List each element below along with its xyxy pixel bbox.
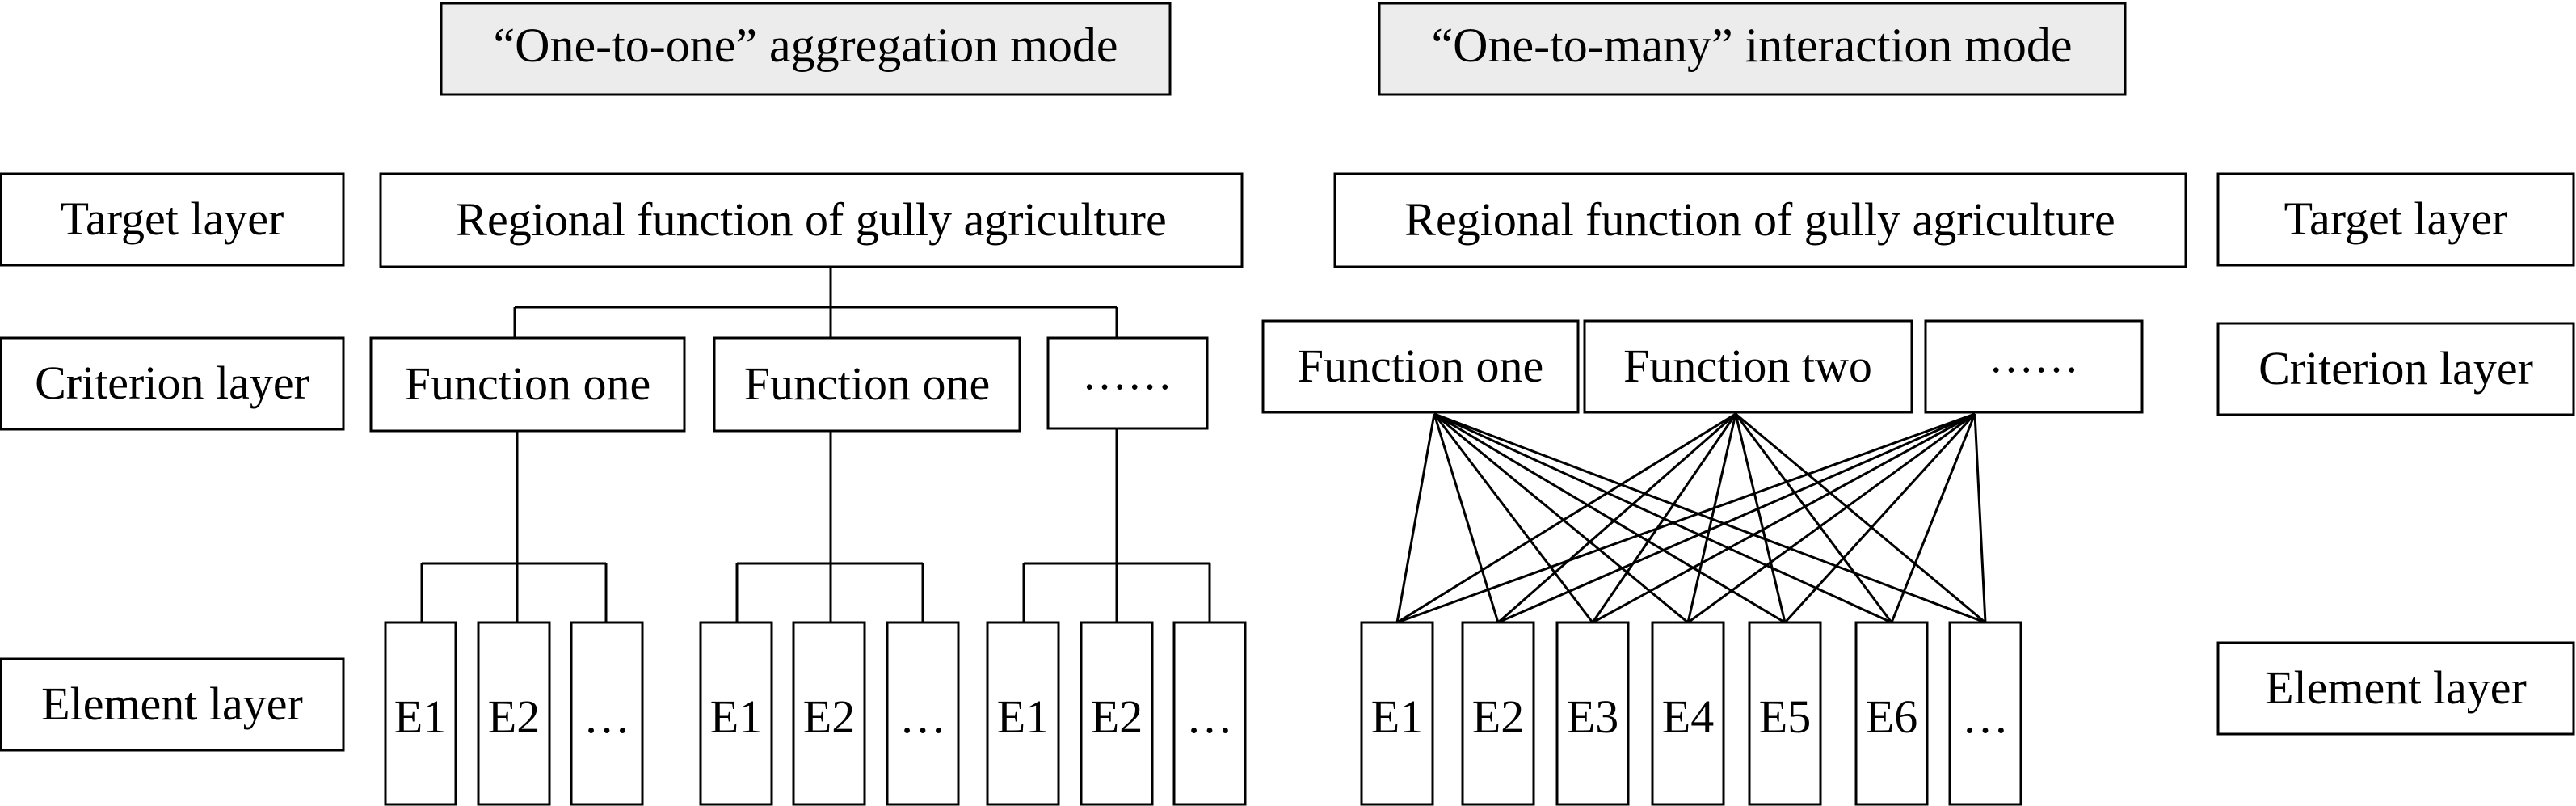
right-criterion-text: Function one [1298,340,1543,392]
left-element-group: E1 E2 … [384,621,644,806]
left-target-layer-label: Target layer [0,172,345,267]
element-label: E1 [710,690,762,743]
left-connectors [420,267,1211,622]
connector-line [1497,412,1976,624]
connector-line [1973,413,1987,623]
connector-line [1591,413,1737,623]
connector-line [1687,412,1976,624]
connector-line [1783,412,1976,624]
element-node: … [886,621,960,806]
left-criterion-node: Function one [369,336,686,433]
connector-line [1686,413,1737,623]
element-node: E5 [1748,621,1822,806]
element-node: … [570,621,644,806]
right-connectors [1395,412,1987,624]
element-node: E1 [384,621,457,806]
element-node: E1 [1360,621,1434,806]
right-element-layer-label: Element layer [2216,641,2575,736]
right-target-layer-text: Target layer [2284,192,2508,245]
right-target-text: Regional function of gully agriculture [1404,193,2115,246]
connector-line [1734,413,1893,623]
connector-line [1734,413,1787,623]
header-one-to-many: “One-to-many” interaction mode [1378,2,2127,96]
element-node: … [1948,621,2022,806]
element-label: E2 [803,690,855,743]
connector-line [1395,413,1436,623]
right-target-layer-label: Target layer [2216,172,2575,267]
element-node: E4 [1651,621,1725,806]
connector-line [1735,412,1986,624]
right-criterion-text: …… [1989,332,2079,382]
element-node: E2 [1080,621,1154,806]
left-criterion-node: …… [1046,336,1209,430]
connector-line [1433,413,1594,623]
connector-line [1433,412,1786,624]
left-element-layer-label: Element layer [0,657,345,752]
left-element-layer-text: Element layer [41,677,303,730]
right-criterion-layer-label: Criterion layer [2216,322,2575,416]
element-node: E1 [699,621,773,806]
right-criterion-node: Function two [1583,319,1913,414]
left-element-group: E1 E2 … [986,621,1247,806]
right-criterion-node: …… [1924,319,2144,414]
right-target-node: Regional function of gully agriculture [1333,172,2187,268]
element-label: E2 [1091,690,1143,743]
element-node: E3 [1555,621,1630,806]
element-node: E2 [1461,621,1535,806]
left-criterion-layer-text: Criterion layer [35,357,309,409]
element-label: E1 [394,690,446,743]
connector-line [1497,412,1736,624]
left-criterion-text: …… [1082,349,1172,399]
connector-line [1433,412,1689,624]
right-criterion-layer-text: Criterion layer [2258,342,2533,395]
element-label: E4 [1662,690,1714,743]
left-target-layer-text: Target layer [61,192,284,245]
element-label: E1 [997,690,1049,743]
left-criterion-node: Function one [713,336,1021,433]
left-criterion-text: Function one [744,357,990,410]
element-node: … [1172,621,1247,806]
left-criterion-text: Function one [405,357,650,410]
element-label: E2 [1472,690,1524,743]
connector-line [1592,412,1976,624]
connector-line [1433,413,1500,623]
element-label: E6 [1866,690,1917,743]
element-node: E2 [477,621,551,806]
element-label: E1 [1371,690,1423,743]
right-element-layer-text: Element layer [2265,661,2527,714]
right-criterion-text: Function two [1623,340,1872,392]
element-node: E1 [986,621,1060,806]
element-label: E2 [488,690,540,743]
connector-line [1433,412,1986,624]
left-target-text: Regional function of gully agriculture [456,193,1166,246]
element-node: E6 [1854,621,1929,806]
header-one-to-one: “One-to-one” aggregation mode [440,2,1172,96]
element-label: … [1186,690,1233,743]
element-label: E5 [1759,690,1811,743]
header-one-to-one-label: “One-to-one” aggregation mode [494,19,1118,72]
header-one-to-many-label: “One-to-many” interaction mode [1431,19,2072,72]
element-node: E2 [792,621,866,806]
connector-line [1890,413,1976,623]
right-criterion-node: Function one [1261,319,1580,414]
right-element-group: E1 E2 E3 E4 E5 E6 … [1360,621,2022,806]
element-label: … [1962,690,2009,743]
element-label: E3 [1567,690,1618,743]
element-label: … [583,690,630,743]
left-target-node: Regional function of gully agriculture [379,172,1244,268]
element-label: … [899,690,946,743]
connector-line [1396,412,1976,624]
left-criterion-layer-label: Criterion layer [0,336,345,431]
connector-line [1396,412,1736,624]
left-element-group: E1 E2 … [699,621,960,806]
